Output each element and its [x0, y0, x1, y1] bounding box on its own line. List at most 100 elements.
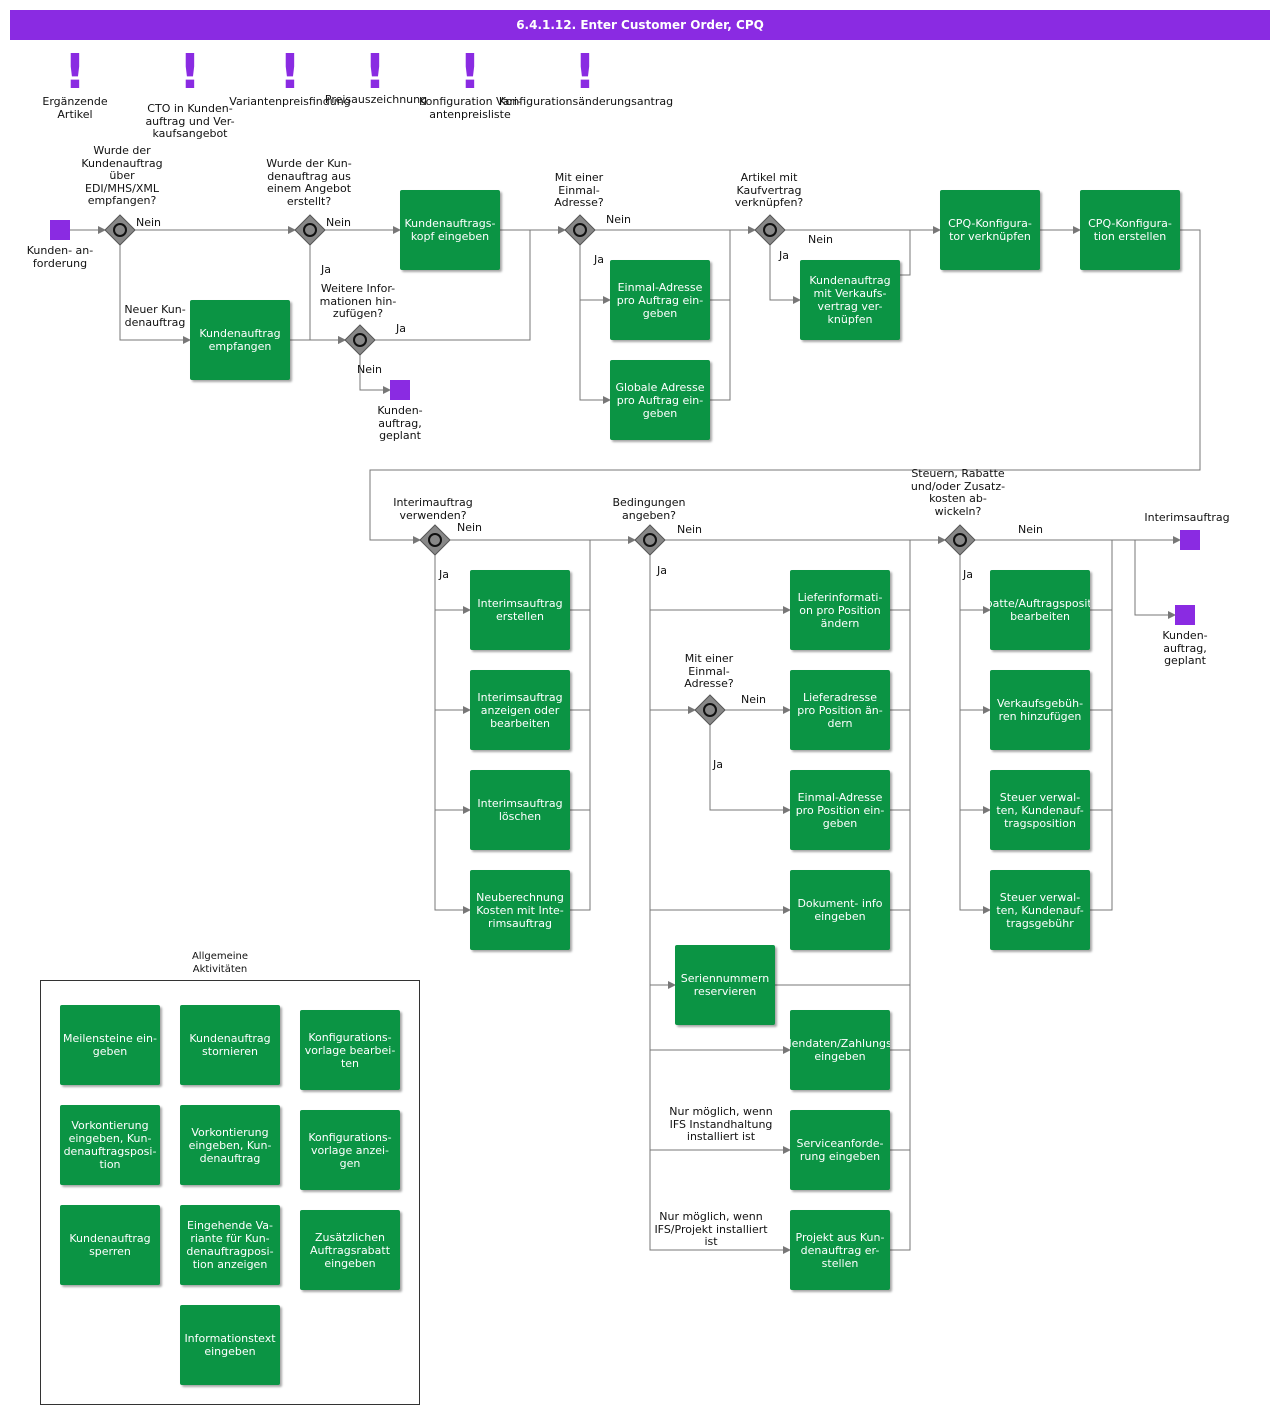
activity-lieferinformation-aendern[interactable]: Lieferinformati- on pro Position ändern: [790, 570, 890, 650]
gateway-diamond[interactable]: [694, 694, 726, 726]
gateway-question: Mit einer Einmal- Adresse?: [554, 171, 604, 209]
gateway-diamond[interactable]: [564, 214, 596, 246]
connector: [890, 985, 911, 1051]
general-activity[interactable]: Konfigurations- vorlage bearbei- ten: [300, 1010, 400, 1090]
activity-kundendaten-zahlungsbed[interactable]: Kundendaten/Zahlungsbed. eingeben: [790, 1010, 890, 1090]
activity-steuer-gebuehr[interactable]: Steuer verwal- ten, Kundenauf- tragsgebü…: [990, 870, 1090, 950]
connector: [900, 230, 911, 276]
activity-interimsauftrag-erstellen[interactable]: Interimsauftrag erstellen: [470, 570, 570, 650]
connector: [890, 710, 911, 811]
edge-label-nein: Nein: [326, 216, 352, 229]
gateway-diamond[interactable]: [634, 524, 666, 556]
edge-label-nein: Nein: [606, 213, 632, 226]
activity-neuberechnung-kosten[interactable]: Neuberechnung Kosten mit Inte- rimsauftr…: [470, 870, 570, 950]
gateway-question: Bedingungen angeben?: [612, 496, 686, 522]
connector: [369, 229, 1201, 544]
general-activity[interactable]: Zusätzlichen Auftragsrabatt eingeben: [300, 1210, 400, 1290]
connector: [1090, 710, 1113, 811]
gateway-diamond[interactable]: [104, 214, 136, 246]
gateway-diamond[interactable]: [754, 214, 786, 246]
general-activity[interactable]: Kundenauftrag sperren: [60, 1205, 160, 1285]
connector: [570, 540, 591, 611]
activity-cpq-konfiguration-erstellen[interactable]: CPQ-Konfigura- tion erstellen: [1080, 190, 1180, 270]
general-activity[interactable]: Informationstext eingeben: [180, 1305, 280, 1385]
general-activity[interactable]: Konfigurations- vorlage anzei- gen: [300, 1110, 400, 1190]
edge-label-ja: Ja: [321, 263, 331, 276]
activity-rabatte-bearbeiten[interactable]: Rabatte/Auftragsposition bearbeiten: [990, 570, 1090, 650]
connector: [1090, 610, 1113, 711]
connector: [959, 610, 991, 714]
gateway-question: Weitere Infor- mationen hin- zufügen?: [319, 282, 397, 320]
connector: [710, 300, 731, 401]
general-activities-title: Allgemeine Aktivitäten: [191, 951, 249, 975]
activity-serviceanforderung-eingeben[interactable]: Serviceanforde- rung eingeben: [790, 1110, 890, 1190]
general-activity[interactable]: Vorkontierung eingeben, Kun- denauftrag: [180, 1105, 280, 1185]
activity-kundenauftrag-empfangen[interactable]: Kundenauftrag empfangen: [190, 300, 290, 380]
note-label: Konfigurationsänderungsantrag: [498, 95, 674, 108]
connector: [1090, 540, 1113, 611]
connector: [890, 810, 911, 911]
gateway-diamond[interactable]: [344, 324, 376, 356]
general-activity[interactable]: Vorkontierung eingeben, Kun- denauftrags…: [60, 1105, 160, 1185]
activity-lieferadresse-aendern[interactable]: Lieferadresse pro Position än- dern: [790, 670, 890, 750]
note-label: CTO in Kunden- auftrag und Ver- kaufsang…: [145, 102, 235, 140]
end-event-planned[interactable]: [1175, 605, 1195, 625]
end-event-planned[interactable]: [390, 380, 410, 400]
connector: [434, 610, 471, 714]
gateway-question: Steuern, Rabatte und/oder Zusatz- kosten…: [910, 467, 1006, 518]
activity-verkaufsgebuehren-hinzufuegen[interactable]: Verkaufsgebüh- ren hinzufügen: [990, 670, 1090, 750]
activity-seriennummern-reservieren[interactable]: Seriennummern reservieren: [675, 945, 775, 1025]
connector: [890, 1150, 911, 1251]
connector: [959, 710, 991, 814]
activity-einmal-adresse-position[interactable]: Einmal-Adresse pro Position ein- geben: [790, 770, 890, 850]
edge-label-nein: Nein: [808, 233, 834, 246]
activity-interimsauftrag-bearbeiten[interactable]: Interimsauftrag anzeigen oder bearbeiten: [470, 670, 570, 750]
end-event-interim[interactable]: [1180, 530, 1200, 550]
gateway-question: Wurde der Kun- denauftrag aus einem Ange…: [266, 157, 352, 208]
gateway-question: Wurde der Kundenauftrag über EDI/MHS/XML…: [81, 144, 163, 207]
gateway-diamond[interactable]: [419, 524, 451, 556]
activity-globale-adresse-auftrag[interactable]: Globale Adresse pro Auftrag ein- geben: [610, 360, 710, 440]
edge-label-nein: Nein: [457, 521, 483, 534]
edge-label-ja: Ja: [963, 568, 973, 581]
connector: [375, 230, 531, 341]
activity-cpq-konfigurator-verknuepfen[interactable]: CPQ-Konfigura- tor verknüpfen: [940, 190, 1040, 270]
connector: [1134, 540, 1176, 619]
end-event-label: Interimsauftrag: [1144, 511, 1230, 524]
gateway-question: Artikel mit Kaufvertrag verknüpfen?: [734, 171, 804, 209]
activity-kundenauftragskopf-eingeben[interactable]: Kundenauftrags- kopf eingeben: [400, 190, 500, 270]
activity-dokumentinfo-eingeben[interactable]: Dokument- info eingeben: [790, 870, 890, 950]
general-activity[interactable]: Eingehende Va- riante für Kun- denauftra…: [180, 1205, 280, 1285]
edge-label-nein: Nein: [357, 363, 383, 376]
activity-steuer-position[interactable]: Steuer verwal- ten, Kundenauf- tragsposi…: [990, 770, 1090, 850]
note-label: Variantenpreisfindung: [229, 95, 351, 108]
edge-condition-note: Nur möglich, wenn IFS/Projekt installier…: [654, 1210, 768, 1248]
connector: [359, 355, 391, 394]
start-event[interactable]: [50, 220, 70, 240]
edge-label-nein: Nein: [741, 693, 767, 706]
connector: [1090, 810, 1113, 911]
connector: [434, 710, 471, 814]
end-event-label: Kunden- auftrag, geplant: [377, 404, 423, 442]
gateway-diamond[interactable]: [944, 524, 976, 556]
general-activity[interactable]: Meilensteine ein- geben: [60, 1005, 160, 1085]
edge-label-ja: Ja: [396, 322, 406, 335]
diagram-title: 6.4.1.12. Enter Customer Order, CPQ: [10, 10, 1270, 40]
gateway-diamond[interactable]: [294, 214, 326, 246]
edge-label-nein: Nein: [677, 523, 703, 536]
note-label: Ergänzende Artikel: [42, 95, 108, 121]
connector: [570, 710, 591, 811]
connector: [434, 555, 471, 614]
connector: [890, 1050, 911, 1151]
exclamation-icon: !: [364, 44, 386, 100]
connector: [959, 555, 991, 614]
connector: [890, 540, 911, 611]
general-activity[interactable]: Kundenauftrag stornieren: [180, 1005, 280, 1085]
activity-einmal-adresse-auftrag[interactable]: Einmal-Adresse pro Auftrag ein- geben: [610, 260, 710, 340]
activity-interimsauftrag-loeschen[interactable]: Interimsauftrag löschen: [470, 770, 570, 850]
activity-projekt-erstellen[interactable]: Projekt aus Kun- denauftrag er- stellen: [790, 1210, 890, 1290]
activity-kaufvertrag-verknuepfen[interactable]: Kundenauftrag mit Verkaufs- vertrag ver-…: [800, 260, 900, 340]
general-activities-frame: [40, 980, 420, 1405]
edge-label-ja: Ja: [657, 564, 667, 577]
